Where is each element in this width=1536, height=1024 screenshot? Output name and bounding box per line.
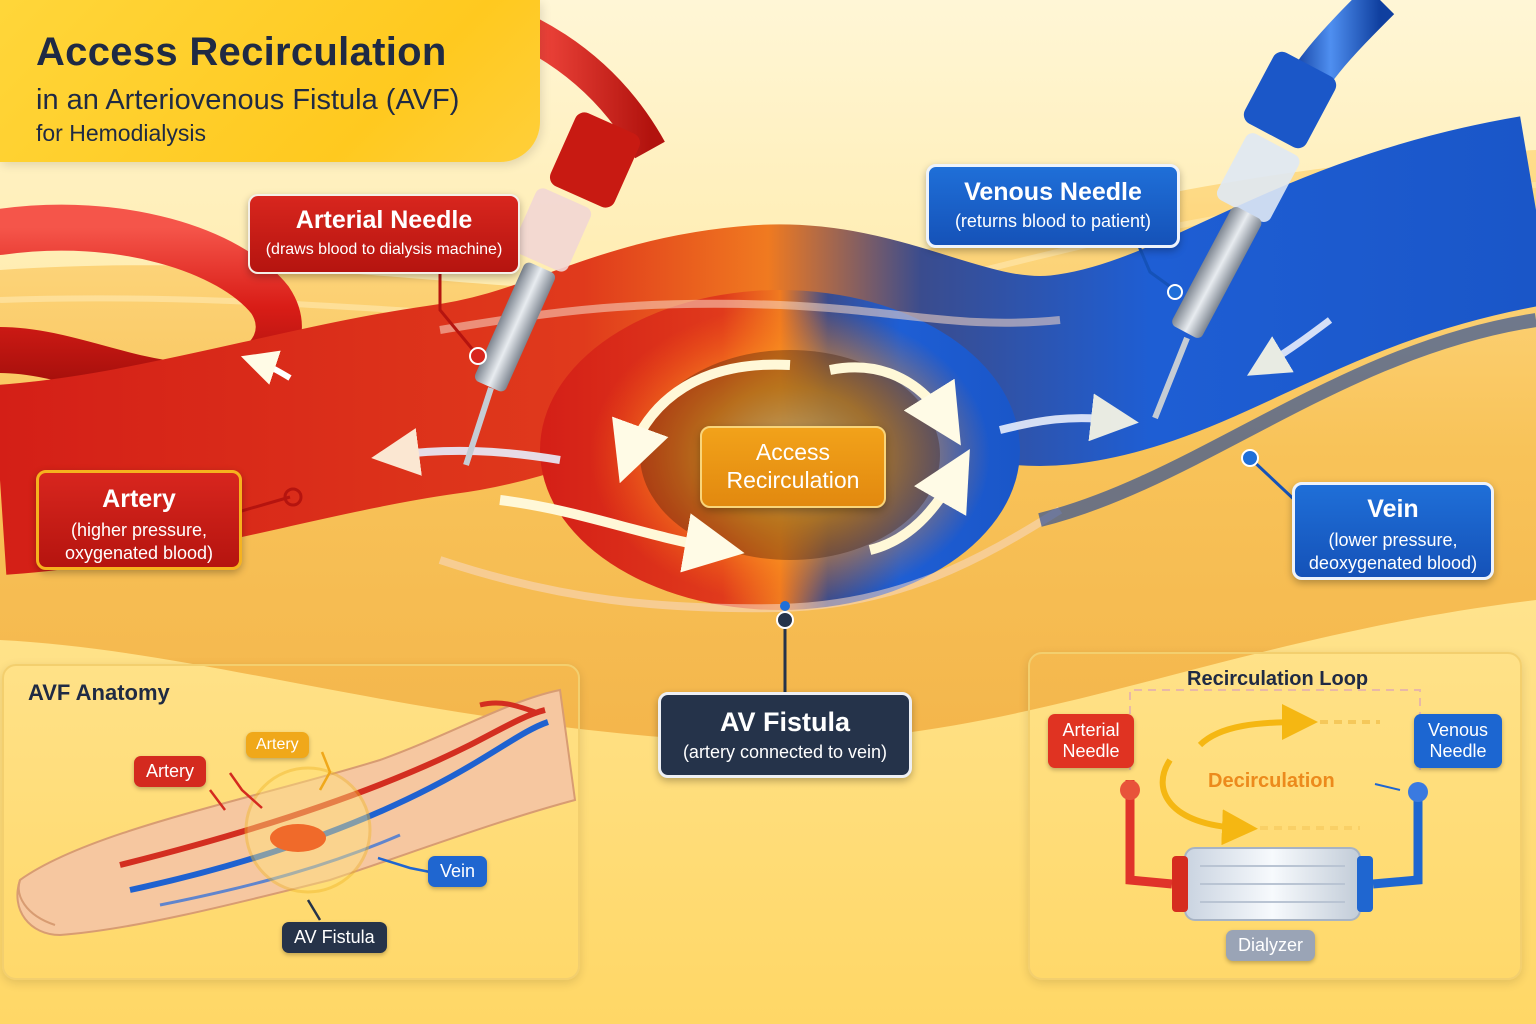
venous-needle-title: Venous Needle	[964, 178, 1142, 206]
dialyzer-icon	[1172, 847, 1373, 921]
artery-title: Artery	[102, 485, 176, 513]
vein-desc-line1: (lower pressure,	[1328, 530, 1458, 550]
vein-callout: Vein (lower pressure, deoxygenated blood…	[1292, 482, 1494, 580]
arterial-needle-title: Arterial Needle	[295, 206, 473, 234]
anatomy-artery-orange-tag: Artery	[246, 732, 309, 758]
page-subtitle: in an Arteriovenous Fistula (AVF)	[36, 84, 460, 116]
loop-arterial-needle-line1: Arterial	[1062, 720, 1120, 740]
loop-arterial-needle-line2: Needle	[1062, 741, 1120, 761]
access-recirculation-line1: Access	[755, 439, 831, 465]
access-recirculation-label: Access Recirculation	[700, 426, 886, 508]
recirculation-arrow-right	[868, 448, 970, 555]
artery-flow-arrow	[371, 428, 561, 476]
vein-title: Vein	[1367, 495, 1419, 523]
av-fistula-title: AV Fistula	[719, 707, 851, 737]
page-subtitle-2: for Hemodialysis	[36, 120, 206, 146]
recirculation-arrow-bottom	[499, 495, 745, 573]
anatomy-artery-tag: Artery	[134, 756, 207, 787]
loop-arrow-top	[1197, 704, 1318, 748]
vein-desc-line2: deoxygenated blood)	[1308, 553, 1478, 573]
page-title: Access Recirculation	[36, 30, 447, 74]
loop-venous-needle-tag: Venous Needle	[1414, 714, 1502, 768]
venous-needle-icon	[1152, 0, 1395, 420]
loop-venous-needle-line1: Venous	[1427, 720, 1489, 740]
recirculation-arrow-left	[612, 359, 791, 484]
anatomy-av-fistula-tag: AV Fistula	[282, 922, 387, 953]
anatomy-vein-tag: Vein	[428, 856, 488, 887]
recirculation-arrow-top	[829, 362, 961, 446]
title-banner: Access Recirculation in an Arteriovenous…	[0, 0, 540, 162]
vein-flow-arrow	[999, 393, 1139, 442]
loop-venous-needle-line2: Needle	[1429, 741, 1487, 761]
forearm-icon	[16, 688, 577, 937]
recirculation-loop-panel	[1028, 652, 1522, 980]
avf-anatomy-panel	[2, 664, 580, 980]
artery-branch-arrow	[240, 350, 292, 385]
arterial-needle-callout: Arterial Needle (draws blood to dialysis…	[248, 194, 520, 274]
av-fistula-callout: AV Fistula (artery connected to vein)	[658, 692, 912, 778]
recirculation-loop-title: Recirculation Loop	[1187, 668, 1369, 690]
venous-needle-callout: Venous Needle (returns blood to patient)	[926, 164, 1180, 248]
access-recirculation-line2: Recirculation	[726, 467, 860, 493]
artery-callout: Artery (higher pressure, oxygenated bloo…	[36, 470, 242, 570]
dialyzer-tag: Dialyzer	[1226, 930, 1316, 961]
loop-center-label: Decirculation	[1208, 770, 1335, 792]
artery-desc-line2: oxygenated blood)	[64, 543, 214, 563]
av-fistula-desc: (artery connected to vein)	[682, 742, 888, 762]
venous-needle-desc: (returns blood to patient)	[954, 211, 1152, 231]
loop-arrow-bottom	[1159, 758, 1258, 846]
loop-arterial-needle-tag: Arterial Needle	[1048, 714, 1134, 768]
avf-anatomy-title: AVF Anatomy	[28, 680, 170, 705]
artery-desc-line1: (higher pressure,	[70, 520, 208, 540]
arterial-needle-desc: (draws blood to dialysis machine)	[265, 241, 503, 258]
vein-flow-arrow-2	[1246, 317, 1333, 376]
